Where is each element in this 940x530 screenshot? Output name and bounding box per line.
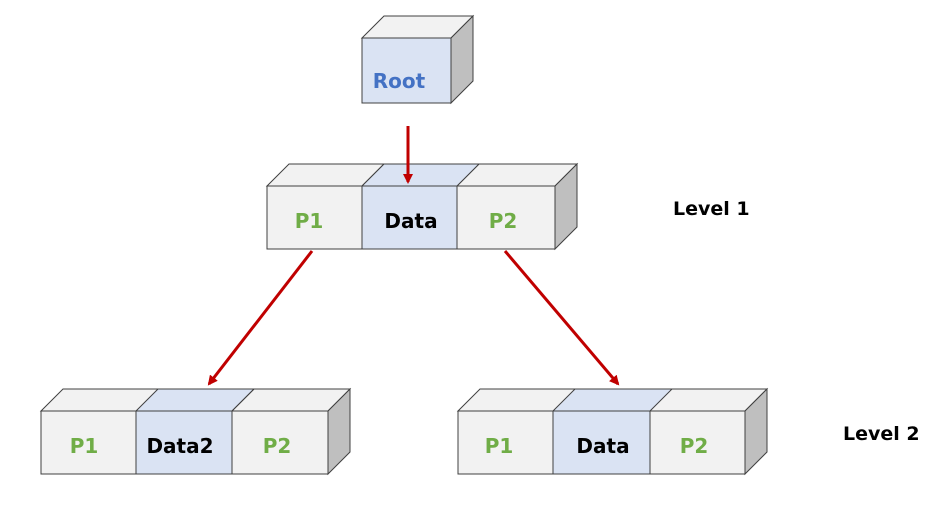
level2-right-data-cell [552,410,651,475]
level1-p1-to-left-arrow [207,250,314,386]
level2-right-data-label: Data [576,434,629,458]
level2-right-p1-label: P1 [485,434,514,458]
level1-node: P1 Data P2 [265,162,579,251]
root-label: Root [373,69,426,93]
level1-label: Level 1 [673,198,750,220]
level2-left-p1-cell [40,410,137,475]
level2-right-p2-cell [649,410,746,475]
level2-left-p2-cell [231,410,329,475]
level1-data-cell [361,185,458,250]
level2-right-p1-cell [457,410,554,475]
level1-data-label: Data [384,209,437,233]
level2-left-p2-label: P2 [263,434,292,458]
level2-left-p1-label: P1 [70,434,99,458]
level2-label: Level 2 [843,423,920,445]
level1-p1-label: P1 [295,209,324,233]
level2-left-data-label: Data2 [146,434,213,458]
level1-p2-cell [456,185,556,250]
level2-left-node: P1 Data2 P2 [39,387,352,476]
level1-p2-label: P2 [489,209,518,233]
root-node: Root [360,14,475,105]
level2-right-node: P1 Data P2 [456,387,769,476]
level1-p2-to-right-arrow [503,250,620,386]
level2-right-p2-label: P2 [680,434,709,458]
level1-p1-cell [266,185,363,250]
